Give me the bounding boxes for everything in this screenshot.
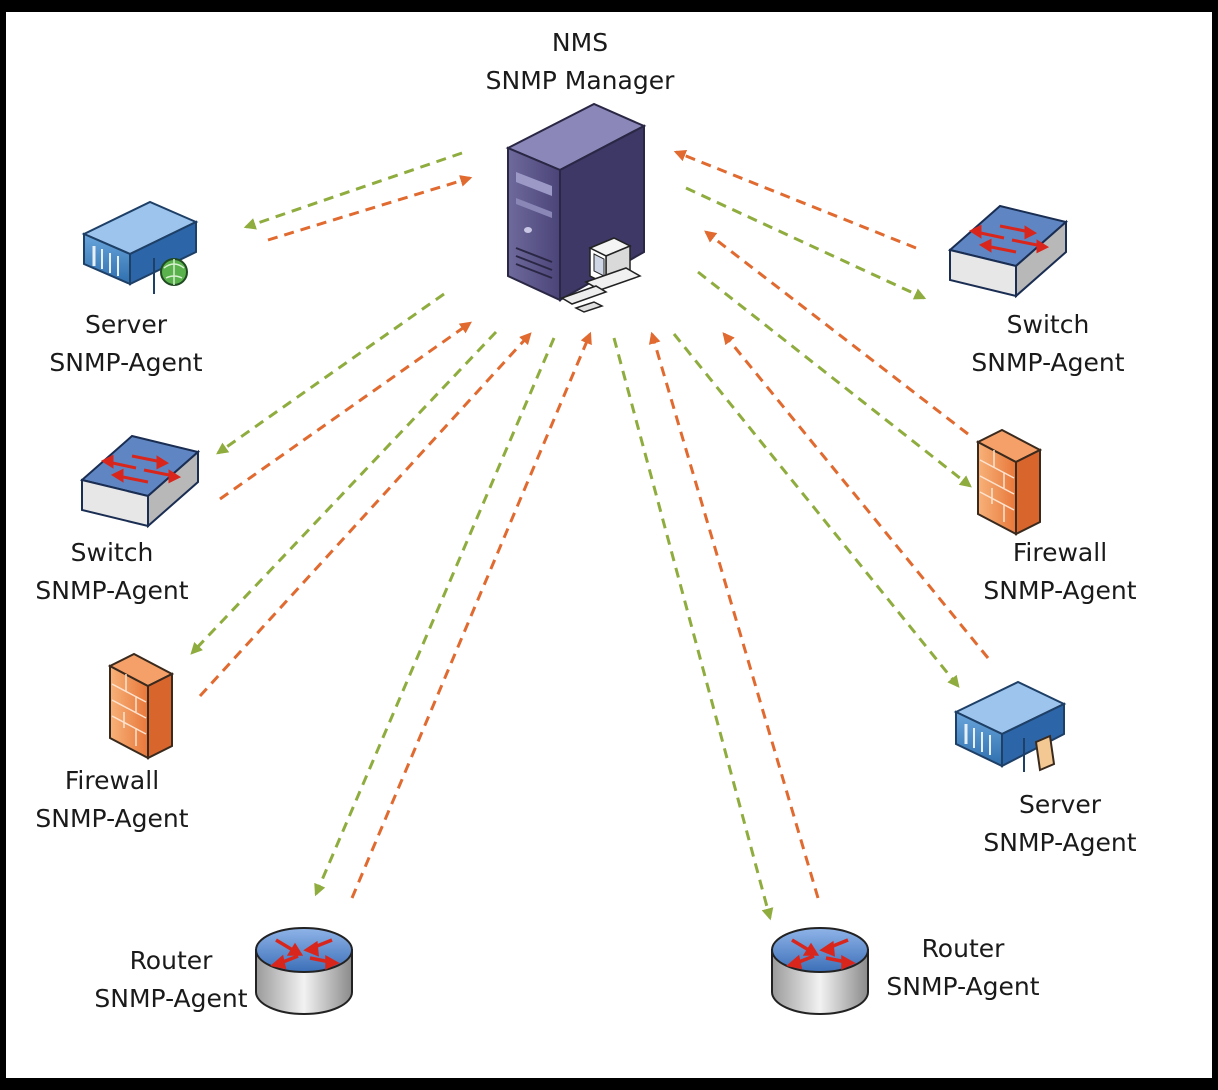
switch-left-label: Switch SNMP-Agent	[12, 534, 212, 610]
response-arrow	[673, 149, 917, 250]
router-icon	[771, 927, 869, 1015]
response-arrow	[722, 332, 990, 659]
server-right-label-line2: SNMP-Agent	[983, 828, 1137, 857]
router-left-label-line2: SNMP-Agent	[94, 984, 248, 1013]
server-left-label-line2: SNMP-Agent	[49, 348, 203, 377]
switch-icon	[947, 204, 1069, 299]
router-right-label-line1: Router	[921, 934, 1005, 963]
response-arrow	[219, 321, 472, 501]
request-arrow	[216, 292, 445, 455]
response-arrow	[648, 331, 820, 899]
switch-left-label-line1: Switch	[70, 538, 154, 567]
tower-server-icon	[505, 102, 647, 313]
firewall-left-label-line2: SNMP-Agent	[35, 804, 189, 833]
server-right-label: Server SNMP-Agent	[960, 786, 1160, 862]
firewall-right-label-line1: Firewall	[1012, 538, 1108, 567]
switch-right-label: Switch SNMP-Agent	[948, 306, 1148, 382]
diagram-canvas: NMS SNMP Manager Server SNMP-Agent Switc…	[6, 12, 1212, 1078]
response-arrow	[198, 332, 532, 698]
firewall-icon	[107, 652, 175, 760]
firewall-icon	[975, 428, 1043, 536]
response-arrow	[704, 230, 969, 436]
request-arrow	[190, 330, 498, 655]
firewall-right-label-line2: SNMP-Agent	[983, 576, 1137, 605]
diagram-graphics	[79, 102, 1069, 1015]
rack-server-box-icon	[953, 680, 1067, 772]
request-arrow	[672, 333, 960, 688]
rack-server-globe-icon	[81, 200, 199, 294]
switch-right-label-line1: Switch	[1006, 310, 1090, 339]
request-arrow	[243, 151, 463, 230]
manager-label-line1: NMS	[551, 28, 609, 57]
request-arrow	[314, 337, 556, 897]
request-arrow	[685, 186, 927, 300]
router-right-label-line2: SNMP-Agent	[886, 972, 1040, 1001]
firewall-right-label: Firewall SNMP-Agent	[960, 534, 1160, 610]
request-arrow	[697, 270, 972, 488]
server-left-label-line1: Server	[85, 310, 167, 339]
switch-right-label-line2: SNMP-Agent	[971, 348, 1125, 377]
router-icon	[255, 927, 353, 1015]
response-arrow	[267, 175, 473, 242]
manager-label-line2: SNMP Manager	[485, 66, 675, 95]
switch-icon	[79, 434, 201, 529]
router-left-label-line1: Router	[129, 946, 213, 975]
response-arrow	[350, 331, 592, 899]
firewall-left-label: Firewall SNMP-Agent	[12, 762, 212, 838]
switch-left-label-line2: SNMP-Agent	[35, 576, 189, 605]
firewall-left-label-line1: Firewall	[64, 766, 160, 795]
request-arrow	[612, 337, 774, 921]
router-right-label: Router SNMP-Agent	[866, 930, 1060, 1006]
server-left-label: Server SNMP-Agent	[26, 306, 226, 382]
manager-label: NMS SNMP Manager	[462, 24, 698, 100]
request-response-arrows	[190, 149, 990, 921]
server-right-label-line1: Server	[1019, 790, 1101, 819]
router-left-label: Router SNMP-Agent	[74, 942, 268, 1018]
